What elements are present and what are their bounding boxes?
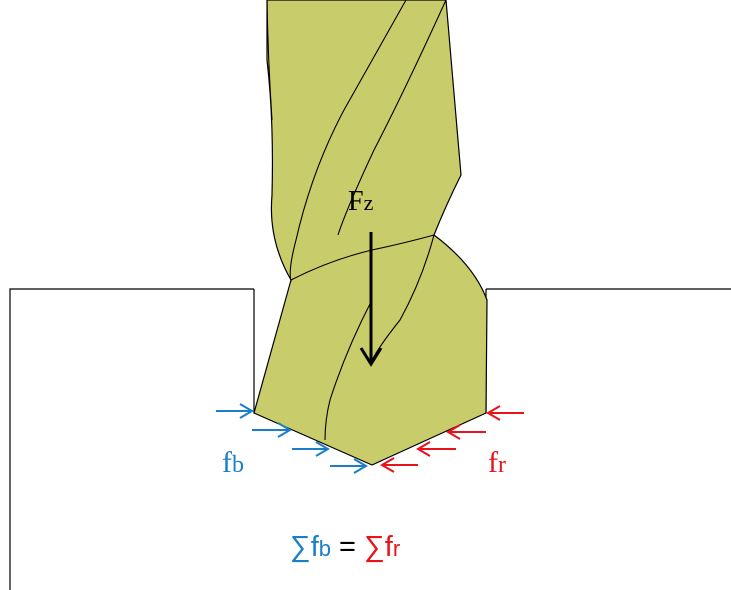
balance-equation: ∑fb = ∑fr: [290, 531, 400, 563]
workpiece-outline: [9, 288, 731, 590]
fr-arrow-2: [446, 424, 486, 440]
fz-label: Fz: [348, 186, 374, 217]
eq-fb-sub: b: [319, 536, 331, 561]
eq-sum-red: ∑: [364, 531, 385, 563]
eq-fr: f: [385, 531, 394, 563]
eq-equals: =: [331, 531, 364, 563]
fr-arrow-4: [380, 457, 418, 473]
eq-sum-blue: ∑: [290, 531, 311, 563]
flute-line-3: [337, 0, 447, 236]
fb-arrows: [216, 403, 368, 474]
eq-fr-sub: r: [393, 536, 400, 561]
fr-arrow-3: [416, 441, 456, 457]
fb-arrow-4: [330, 458, 368, 474]
flute-line-5: [324, 299, 373, 441]
fb-arrow-3: [292, 441, 330, 457]
flute-line-1: [266, 0, 273, 121]
fr-label: fr: [488, 446, 506, 479]
fr-arrows: [380, 405, 524, 473]
fb-label: fb: [222, 446, 244, 479]
fr-arrow-1: [486, 405, 524, 421]
fz-arrow: [359, 232, 383, 367]
fb-arrow-2: [252, 422, 292, 438]
flute-line-2: [289, 0, 407, 283]
fb-arrow-1: [216, 403, 254, 419]
eq-fb: f: [311, 531, 320, 563]
